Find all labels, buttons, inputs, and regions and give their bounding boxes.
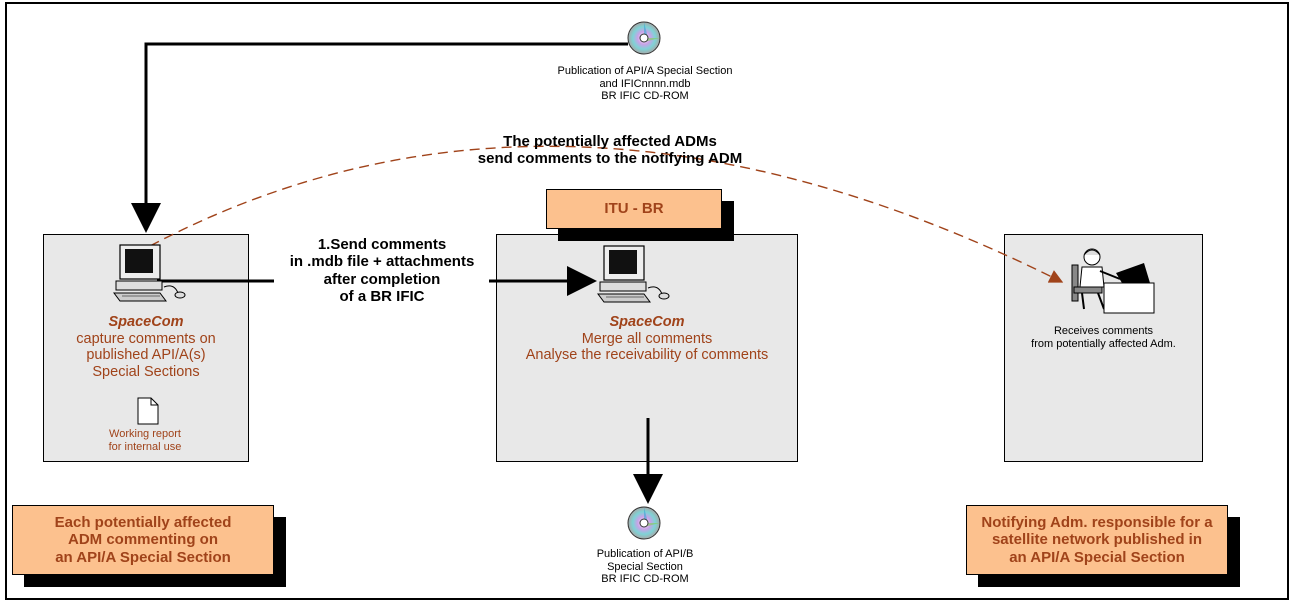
publication-flow-line (131, 42, 628, 233)
document-icon (137, 397, 159, 425)
caption-line: Publication of API/A Special Section (557, 65, 733, 77)
itu-br-box: ITU - BR (546, 189, 722, 229)
cd-rom-icon (627, 21, 661, 55)
send-comments-label: 1.Send comments in .mdb file + attachmen… (272, 236, 492, 305)
computer-icon (113, 244, 186, 302)
send-label-line: 1.Send comments (317, 236, 447, 253)
caption-line: BR IFIC CD-ROM (601, 90, 689, 103)
caption-line: BR IFIC CD-ROM (601, 573, 689, 586)
left-panel-text: SpaceCom capture comments on published A… (43, 314, 249, 381)
caption-line: Publication of API/B (596, 548, 694, 560)
diagram-frame (5, 2, 1289, 600)
center-panel-title: SpaceCom (609, 314, 685, 330)
send-label-line: after completion (323, 270, 441, 288)
arc-label: The potentially affected ADMs send comme… (420, 133, 800, 168)
document-caption-line: Working report (109, 428, 181, 440)
comments-dashed-arc (149, 145, 1064, 283)
left-panel-title: SpaceCom (108, 314, 184, 330)
right-panel-line: from potentially affected Adm. (1031, 337, 1176, 350)
right-panel-text: Receives comments from potentially affec… (1004, 325, 1203, 350)
send-label-line: in .mdb file + attachments (289, 253, 475, 271)
right-panel-line: Receives comments (1053, 325, 1154, 337)
bottom-cd-caption: Publication of API/B Special Section BR … (560, 548, 730, 586)
left-panel-line: published API/A(s) (86, 347, 206, 364)
box-line: Each potentially affected (54, 514, 232, 532)
center-panel-line: Merge all comments (581, 330, 713, 347)
box-line: an API/A Special Section (1009, 548, 1185, 566)
document-caption: Working report for internal use (80, 428, 210, 453)
center-panel-text: SpaceCom Merge all comments Analyse the … (496, 314, 798, 364)
computer-icon (597, 245, 670, 303)
arc-label-line: The potentially affected ADMs (503, 133, 717, 150)
cd-rom-icon (627, 506, 661, 540)
box-line: satellite network published in (991, 531, 1203, 549)
commenting-adm-box: Each potentially affected ADM commenting… (12, 505, 274, 575)
person-at-desk-icon (1071, 248, 1155, 314)
caption-line: and IFICnnnn.mdb (599, 77, 691, 90)
box-line: ADM commenting on (68, 531, 218, 549)
center-panel-line: Analyse the receivability of comments (525, 347, 769, 364)
notifying-adm-box: Notifying Adm. responsible for a satelli… (966, 505, 1228, 575)
box-line: Notifying Adm. responsible for a (981, 514, 1213, 532)
itu-br-label: ITU - BR (604, 200, 664, 218)
left-panel-line: Special Sections (92, 364, 200, 381)
left-panel-line: capture comments on (76, 330, 216, 347)
box-line: an API/A Special Section (55, 548, 231, 566)
arc-label-line: send comments to the notifying ADM (477, 150, 743, 168)
caption-line: Special Section (607, 560, 683, 573)
top-cd-caption: Publication of API/A Special Section and… (510, 65, 780, 103)
send-label-line: of a BR IFIC (339, 287, 425, 305)
document-caption-line: for internal use (108, 440, 182, 453)
